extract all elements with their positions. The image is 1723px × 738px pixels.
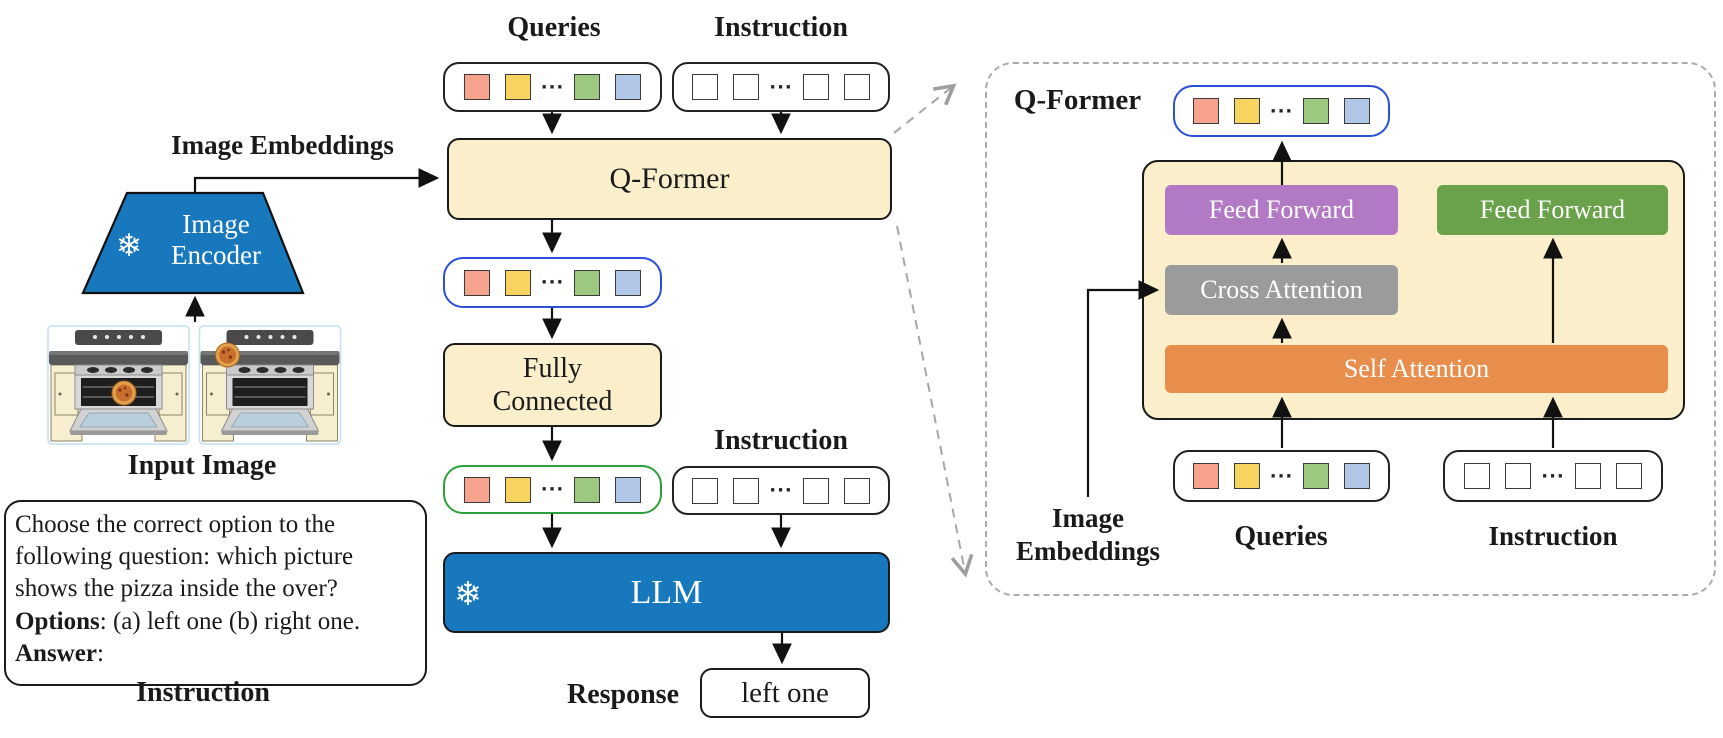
instruction-top-label: Instruction [714,12,848,43]
instruction-caption: Instruction [136,677,270,708]
query-token [615,476,642,503]
query-token [504,476,531,503]
dashed-expand-top [893,83,957,134]
query-token [1344,98,1371,124]
panel-title: Q-Former [1013,84,1142,116]
query-token [1233,463,1260,489]
instruction-mid-token-box: ··· [672,466,890,515]
query-token [574,269,601,296]
fully-connected-line1: Fully [522,353,583,384]
ellipsis: ··· [540,272,565,293]
feed-forward-right-chip: Feed Forward [1437,185,1668,235]
instruction-text-line: Choose the correct option to the [15,511,336,538]
query-token [1192,463,1219,489]
panel-instruction-label: Instruction [1488,521,1618,551]
image-embeddings-label: Image Embeddings [171,130,394,160]
query-token [504,74,531,100]
instruction-token [1464,463,1491,489]
fully-connected-box: Fully Connected [443,343,662,427]
self-attention-chip: Self Attention [1165,345,1668,393]
fc-output-token-box: ··· [443,465,662,514]
instruction-token [843,74,870,100]
panel-image-embeddings-line1: Image [1052,503,1124,533]
instruction-token [802,74,829,100]
input-image-left [47,325,190,445]
arrow-embeddings-to-qformer [193,168,440,193]
input-image-label: Input Image [127,450,277,481]
instruction-token [692,74,719,100]
query-token [574,74,601,100]
ellipsis: ··· [1269,465,1294,487]
query-token [1233,98,1260,124]
ellipsis: ··· [769,480,793,501]
qformer-detail-panel [985,62,1716,596]
response-label: Response [566,679,679,710]
query-token [1192,98,1219,124]
instruction-text-line: shows the pizza inside the over? [15,575,338,603]
panel-image-embeddings-line2: Embeddings [1015,536,1161,566]
panel-output-token-box: ··· [1173,85,1390,137]
instruction-mid-label: Instruction [714,425,848,456]
panel-queries-label: Queries [1234,521,1328,552]
queries-top-label: Queries [507,12,601,43]
input-image-right [198,325,342,445]
query-token [504,269,531,296]
instruction-token-box: ··· [672,62,890,112]
fully-connected-line2: Connected [492,386,613,417]
query-token [615,269,642,296]
instruction-text-line: Options: (a) left one (b) right one. [15,607,361,635]
ellipsis: ··· [540,479,565,500]
query-token [1303,98,1330,124]
pizza [215,342,240,368]
image-encoder-line1: Image [182,209,250,239]
panel-queries-token-box: ··· [1173,450,1390,502]
query-token [463,269,490,296]
instruction-text-line: Answer: [15,639,104,667]
ellipsis: ··· [1541,465,1565,487]
instruction-token [1615,463,1642,489]
snowflake-icon: ❄ [454,574,482,613]
ellipsis: ··· [769,76,793,98]
response-box: left one [700,668,870,718]
qformer-output-token-box: ··· [443,257,662,308]
instruction-text-line: following question: which picture [15,543,354,571]
qformer-box: Q-Former [447,138,892,220]
instruction-token [733,477,760,504]
query-token [574,476,601,503]
ellipsis: ··· [1269,100,1294,122]
cross-attention-chip: Cross Attention [1165,265,1398,315]
ellipsis: ··· [540,76,565,98]
query-token [1303,463,1330,489]
dashed-expand-bottom [896,225,974,578]
instruction-token [733,74,760,100]
instruction-token [802,477,829,504]
pizza [111,380,137,406]
image-encoder-line2: Encoder [171,240,261,270]
query-token [463,476,490,503]
instruction-text: Choose the correct option to the followin… [4,500,427,686]
query-token [463,74,490,100]
instruction-token [1574,463,1601,489]
feed-forward-left-chip: Feed Forward [1165,185,1398,235]
panel-instruction-token-box: ··· [1443,450,1663,502]
instruction-token [1505,463,1532,489]
query-token [1344,463,1371,489]
query-token [615,74,642,100]
image-encoder-label: Image Encoder [155,209,277,271]
instruction-token [843,477,870,504]
llm-box: LLM [443,552,890,633]
queries-token-box: ··· [443,62,662,112]
snowflake-icon: ❄ [116,228,142,264]
instruction-token [692,477,719,504]
panel-image-embeddings-label: Image Embeddings [988,502,1188,568]
